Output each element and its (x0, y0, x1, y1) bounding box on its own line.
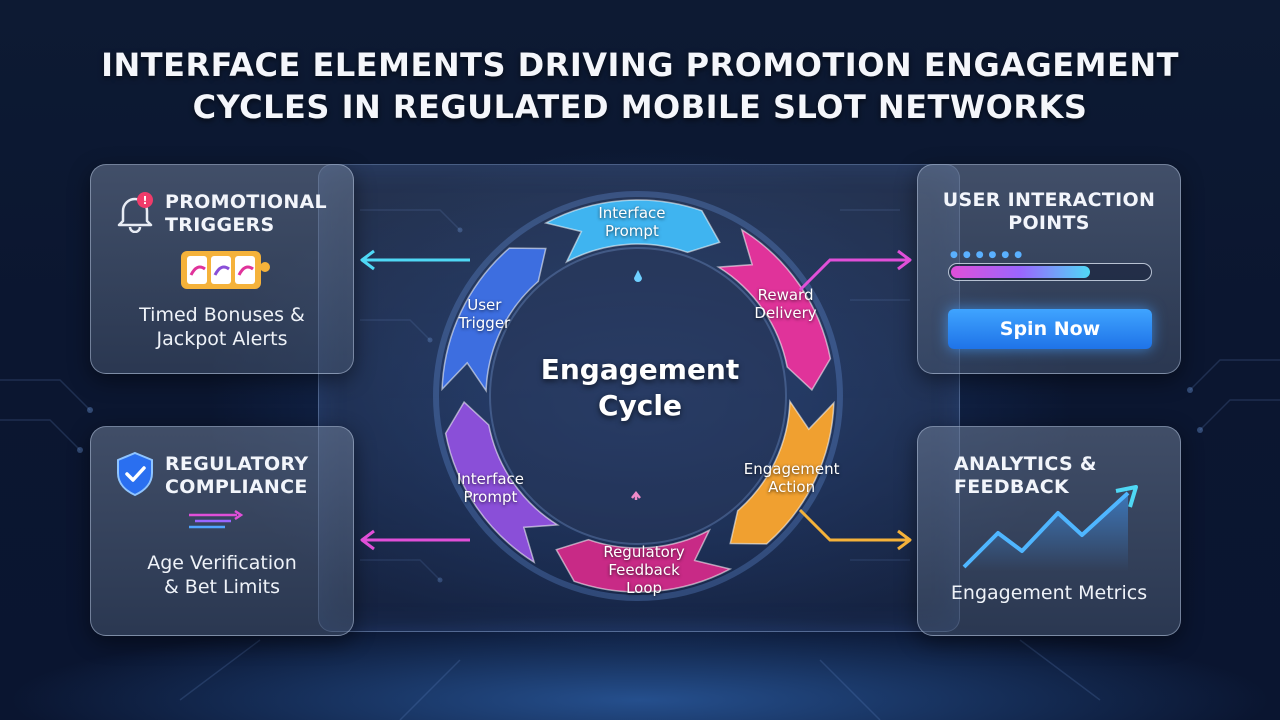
regulatory-heading-line-1: REGULATORY (165, 453, 309, 475)
title-line-2: CYCLES IN REGULATED MOBILE SLOT NETWORKS (192, 88, 1088, 126)
cycle-inner-disc (489, 247, 787, 545)
connector-arrow-head (360, 529, 375, 551)
user-interaction-card: USER INTERACTION POINTS ●●●●●● Spin Now (917, 164, 1181, 374)
cycle-segment (729, 398, 835, 545)
analytics-feedback-card: ANALYTICS & FEEDBACK Engagement Metrics (917, 426, 1181, 636)
drop-marker-top (634, 270, 642, 282)
regulatory-body-line-1: Age Verification (147, 552, 297, 574)
connector-arrow-head (897, 529, 912, 551)
analytics-body: Engagement Metrics (950, 582, 1148, 604)
interaction-heading-line-1: USER INTERACTION (942, 189, 1156, 211)
promotional-body-line-2: Jackpot Alerts (156, 328, 288, 350)
cycle-center-label: Engagement Cycle (540, 352, 740, 424)
regulatory-compliance-card: REGULATORY COMPLIANCE Age Verification &… (90, 426, 354, 636)
page-title: INTERFACE ELEMENTS DRIVING PROMOTION ENG… (40, 44, 1240, 128)
bell-badge: ! (142, 194, 147, 207)
cycle-center-line-2: Cycle (598, 389, 682, 422)
interaction-heading: USER INTERACTION POINTS (918, 189, 1180, 235)
promotional-triggers-card: ! PROMOTIONAL TRIGGERS Timed Bonuses & J… (90, 164, 354, 374)
connector-arrow-head (897, 249, 912, 271)
promotional-heading: PROMOTIONAL TRIGGERS (165, 191, 327, 237)
promotional-heading-line-1: PROMOTIONAL (165, 191, 327, 213)
connector-arrow (798, 258, 910, 292)
progress-bar (948, 263, 1152, 281)
progress-dots: ●●●●●● (950, 250, 1028, 260)
promotional-body: Timed Bonuses & Jackpot Alerts (91, 303, 353, 351)
cycle-segment (441, 247, 547, 394)
bell-icon: ! (117, 192, 153, 233)
regulatory-body: Age Verification & Bet Limits (91, 551, 353, 599)
cycle-segment (444, 400, 560, 564)
analytics-heading-line-1: ANALYTICS & (954, 453, 1097, 475)
trend-chart-icon (962, 485, 1138, 571)
connector-arrow-head (360, 249, 375, 271)
analytics-heading-line-2: FEEDBACK (954, 476, 1069, 498)
promotional-heading-line-2: TRIGGERS (165, 214, 275, 236)
shield-check-icon (117, 451, 153, 497)
analytics-heading: ANALYTICS & FEEDBACK (954, 453, 1097, 499)
cycle-glow-ring (433, 191, 843, 601)
title-line-1: INTERFACE ELEMENTS DRIVING PROMOTION ENG… (101, 46, 1179, 84)
cycle-center-line-1: Engagement (540, 353, 740, 386)
cycle-segment (543, 199, 721, 264)
drop-marker-bottom (631, 490, 641, 500)
cycle-segment (555, 528, 733, 593)
interaction-heading-line-2: POINTS (1008, 212, 1090, 234)
regulatory-heading-line-2: COMPLIANCE (165, 476, 308, 498)
connector-arrow (798, 508, 910, 542)
progress-fill (951, 266, 1090, 278)
regulatory-heading: REGULATORY COMPLIANCE (165, 453, 308, 499)
motion-arrow-icon (189, 509, 244, 529)
slot-machine-icon (181, 251, 270, 289)
cycle-segment (716, 228, 832, 392)
spin-now-button[interactable]: Spin Now (948, 309, 1152, 349)
regulatory-body-line-2: & Bet Limits (163, 576, 281, 598)
promotional-body-line-1: Timed Bonuses & (139, 304, 305, 326)
